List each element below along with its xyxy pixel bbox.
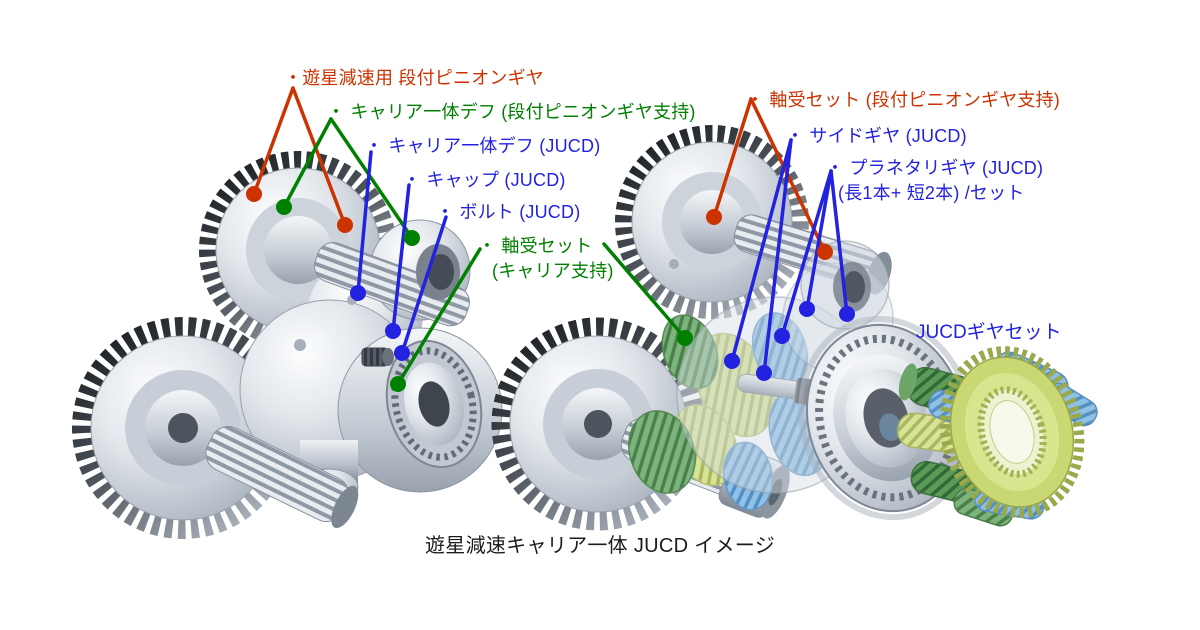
label-side-gear-jucd: ・ サイドギヤ (JUCD) xyxy=(786,126,967,146)
jucd-gearset-illustration xyxy=(896,346,1098,527)
leader-dots xyxy=(246,186,855,392)
label-carrier-integrated-diff-jucd: ・ キャリア一体デフ (JUCD) xyxy=(365,136,601,156)
label-planetary-reduction-stepped-pinion: ・遊星減速用 段付ピニオンギヤ xyxy=(284,68,544,88)
label-jucd-gearset: JUCDギヤセット xyxy=(916,322,1062,343)
label-cap-jucd: ・ キャップ (JUCD) xyxy=(403,170,566,190)
label-bolt-jucd: ・ ボルト (JUCD) xyxy=(436,202,581,222)
label-planetary-gear-jucd: ・ プラネタリギヤ (JUCD) (長1本+ 短2本) /セット xyxy=(826,158,1044,203)
internal-jucd-gears xyxy=(628,312,832,511)
leader-lines xyxy=(252,86,849,386)
label-bearing-set-carrier-support: ・ 軸受セット (キャリア支持) xyxy=(478,236,614,281)
left-gear-assembly xyxy=(72,151,503,539)
label-bearing-set-pinion-support: ・ 軸受セット (段付ピニオンギヤ支持) xyxy=(746,90,1060,110)
label-carrier-integrated-diff-pinion-support: ・ キャリア一体デフ (段付ピニオンギヤ支持) xyxy=(327,102,696,122)
caption: 遊星減速キャリア一体 JUCD イメージ xyxy=(424,535,776,557)
